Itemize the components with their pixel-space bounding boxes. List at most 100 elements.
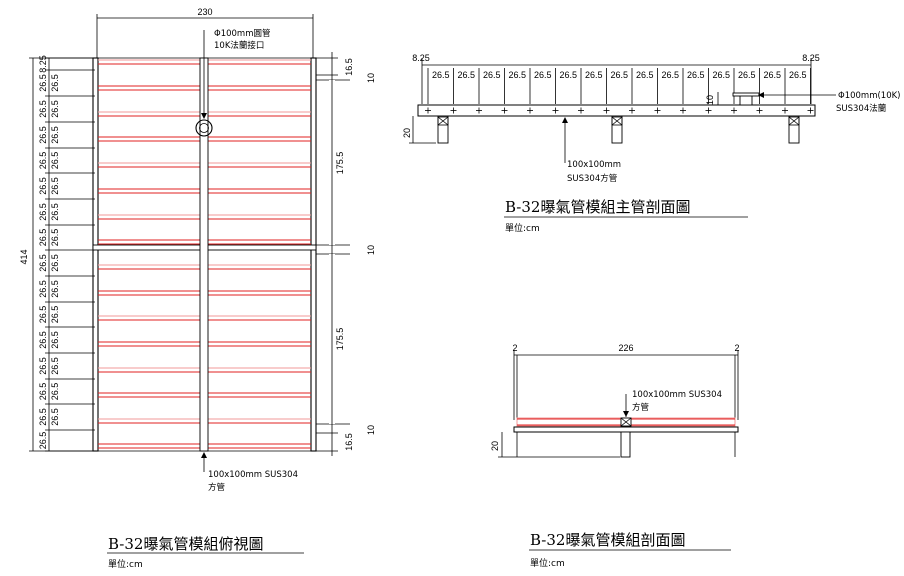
spacing-label-11: 26.5 [38, 331, 48, 349]
mod-base-frame [513, 426, 739, 433]
right-side-rail [310, 57, 317, 452]
width-dim-label: 230 [197, 7, 212, 17]
ms-spacing-label-12: 26.5 [738, 70, 756, 80]
spacing-label-13: 26.5 [38, 383, 48, 401]
ms-spacing-label-2: 26.5 [483, 70, 501, 80]
mod-dim-center: 226 [618, 343, 633, 353]
tube-leader-arrow [201, 452, 207, 458]
mod-tube-note-2: 方管 [632, 402, 649, 413]
ms-spacing-label-7: 26.5 [610, 70, 628, 80]
flange-inlet-outer [195, 119, 213, 137]
ms-mark-12 [731, 107, 737, 114]
spacing-label-alt-11: 26.5 [50, 331, 60, 349]
rdim-flange-top: 10 [366, 73, 376, 83]
top-view-title: B-32曝氣管模組俯視圖 [108, 535, 263, 553]
spacing-label-9: 26.5 [38, 280, 48, 298]
spacing-label-alt-5: 26.5 [50, 177, 60, 195]
ms-mark-6 [578, 107, 584, 114]
ms-flange-neck [739, 94, 753, 106]
spacing-label-alt-7: 26.5 [50, 229, 60, 247]
rdim-middle: 10 [366, 245, 376, 255]
spacing-label-alt-6: 26.5 [50, 203, 60, 221]
ms-mark-1 [450, 107, 457, 114]
inlet-note-line1: Φ100mm圓管 [214, 28, 270, 39]
tube-note-line1: 100x100mm SUS304 [208, 470, 298, 480]
spacing-label-alt-3: 26.5 [50, 126, 60, 144]
spacing-label-10: 26.5 [38, 306, 48, 324]
spacing-label-4: 26.5 [38, 152, 48, 170]
ms-leg-middle [611, 115, 623, 144]
inlet-note-line2: 10K法蘭接口 [214, 40, 264, 51]
spacing-label-alt-13: 26.5 [50, 383, 60, 401]
inlet-leader-arrow [201, 113, 207, 119]
rdim-flange-bottom: 10 [366, 425, 376, 435]
ms-tube-note-1: 100x100mm [567, 160, 621, 170]
main-pipe-section: 26.5 26.5 26.5 26.5 26.5 26.5 26.5 26.5 26.5 26.5… [402, 53, 901, 234]
ms-spacing-label-1: 26.5 [457, 70, 475, 80]
ms-spacing-label-14: 26.5 [789, 70, 807, 80]
top-view: 230 414 8.2526.526.526.526.526.526.526.5… [19, 7, 376, 570]
ms-flange-dim: 10 [705, 95, 715, 105]
spacing-label-alt-1: 26.5 [50, 74, 60, 92]
ms-flange-plate [732, 92, 760, 97]
ms-flange-note-1: Φ100mm(10K) [838, 91, 901, 101]
ms-spacing-label-5: 26.5 [559, 70, 577, 80]
spacing-label-alt-4: 26.5 [50, 152, 60, 170]
spacing-label-15: 26.5 [38, 432, 48, 450]
rdim-span-2: 175.5 [335, 328, 345, 351]
ms-spacing-label-4: 26.5 [534, 70, 552, 80]
spacing-label-alt-9: 26.5 [50, 280, 60, 298]
ms-spacing-label-10: 26.5 [687, 70, 705, 80]
ms-mark-14 [782, 107, 788, 114]
ms-mark-13 [756, 107, 763, 114]
rdim-span-1: 175.5 [335, 152, 345, 175]
ms-flange-leader-arrow [758, 92, 764, 98]
ms-leg-crosses [437, 116, 800, 126]
height-dim-label: 414 [19, 249, 29, 264]
module-section: 2 226 2 20 100x100mm SUS304 方管 B-32曝氣管模組… [490, 343, 740, 569]
spacing-label-5: 26.5 [38, 177, 48, 195]
mod-tube-note-1: 100x100mm SUS304 [632, 390, 722, 400]
ms-mark-9 [654, 107, 661, 114]
mod-dim-left: 2 [512, 343, 517, 353]
mod-height-label: 20 [490, 441, 500, 451]
spacing-label-1: 26.5 [38, 74, 48, 92]
main-section-title: B-32曝氣管模組主管剖面圖 [505, 198, 690, 216]
module-section-unit: 單位:cm [530, 557, 565, 569]
mod-tube-leader-arrow [623, 411, 629, 417]
ms-mark-7 [603, 107, 610, 114]
spacing-label-3: 26.5 [38, 126, 48, 144]
ms-mark-4 [527, 107, 533, 114]
spacing-label-8: 26.5 [38, 254, 48, 272]
ms-flange-note-2: SUS304法蘭 [836, 103, 886, 114]
ms-leg-left [437, 115, 449, 144]
spacing-label-0: 8.25 [38, 55, 48, 73]
ms-height-label: 20 [402, 128, 412, 138]
left-spacing-dims: 8.2526.526.526.526.526.526.526.526.526.5… [38, 55, 95, 452]
ms-mark-15 [807, 107, 814, 114]
tube-note-line2: 方管 [208, 482, 225, 493]
ms-mark-8 [629, 107, 635, 114]
left-side-rail [92, 57, 99, 452]
spacing-label-alt-8: 26.5 [50, 254, 60, 272]
ms-mark-11 [705, 107, 712, 114]
rdim-top: 16.5 [344, 58, 354, 76]
top-view-unit: 單位:cm [108, 558, 143, 570]
ms-mark-5 [552, 107, 559, 114]
spacing-label-alt-12: 26.5 [50, 357, 60, 375]
rdim-bottom: 16.5 [344, 433, 354, 451]
right-support-dims: 16.5 10 175.5 10 175.5 10 16.5 [316, 52, 376, 456]
ms-end-right: 8.25 [802, 53, 820, 63]
mod-center-leg [620, 431, 631, 458]
mod-dim-right: 2 [734, 343, 739, 353]
ms-spacing-label-11: 26.5 [712, 70, 730, 80]
ms-leg-right [788, 115, 800, 144]
ms-tube-note-2: SUS304方管 [567, 173, 617, 184]
ms-diffuser-marks [425, 107, 814, 114]
mod-square-tube-x2 [620, 417, 632, 427]
spacing-label-alt-2: 26.5 [50, 100, 60, 118]
ms-tube-leader-arrow [562, 117, 568, 123]
ms-spacing-label-13: 26.5 [763, 70, 781, 80]
ms-spacing-label-0: 26.5 [432, 70, 450, 80]
